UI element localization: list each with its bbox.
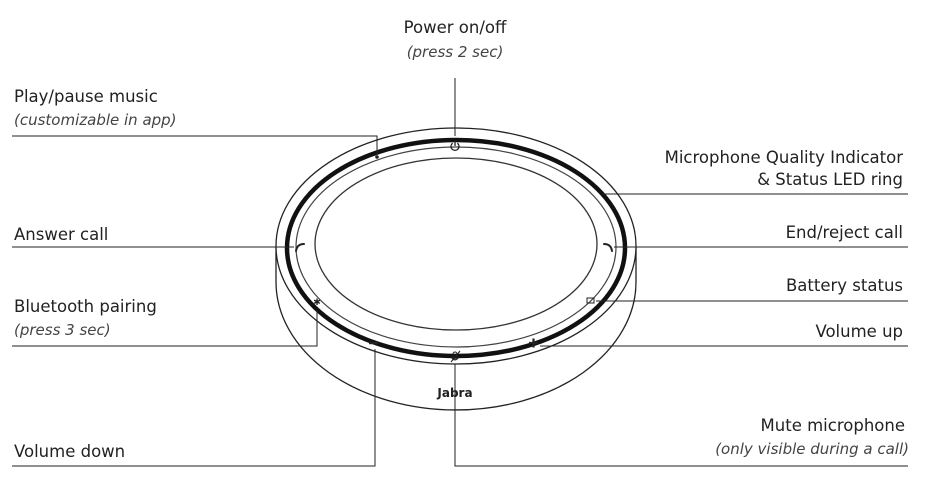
device-outer-rim	[275, 127, 637, 365]
battery-icon	[586, 297, 595, 304]
mute-microphone-icon	[450, 350, 461, 363]
speaker-center	[314, 157, 598, 331]
volume-down-callout-line	[12, 349, 376, 467]
speakerphone-device	[275, 127, 637, 411]
play-pause-button-dot	[375, 155, 379, 159]
callout-lines	[12, 78, 908, 467]
battery-status-label: Battery status	[785, 276, 903, 295]
bluetooth-label: Bluetooth pairing	[14, 297, 157, 316]
end-call-icon	[603, 243, 613, 252]
end-reject-label: End/reject call	[785, 223, 903, 242]
bluetooth-callout-line	[12, 310, 318, 347]
mute-callout-line	[454, 364, 908, 467]
mic-quality-label-line2: & Status LED ring	[757, 170, 903, 189]
play-pause-callout-line	[12, 135, 378, 155]
volume-up-label: Volume up	[815, 322, 903, 341]
answer-call-icon	[295, 243, 305, 252]
answer-call-label: Answer call	[14, 225, 109, 244]
power-icon	[450, 140, 460, 152]
mute-note: (only visible during a call)	[715, 440, 909, 458]
bluetooth-note: (press 3 sec)	[14, 321, 111, 339]
power-label: Power on/off	[403, 18, 507, 37]
mic-quality-label-line1: Microphone Quality Indicator	[664, 148, 903, 167]
volume-up-icon	[529, 338, 538, 348]
bluetooth-icon: ✱	[313, 298, 321, 308]
play-pause-label: Play/pause music	[14, 87, 158, 106]
mute-label: Mute microphone	[760, 416, 905, 435]
play-pause-note: (customizable in app)	[14, 111, 177, 129]
volume-down-label: Volume down	[14, 442, 126, 461]
power-note: (press 2 sec)	[406, 43, 504, 61]
